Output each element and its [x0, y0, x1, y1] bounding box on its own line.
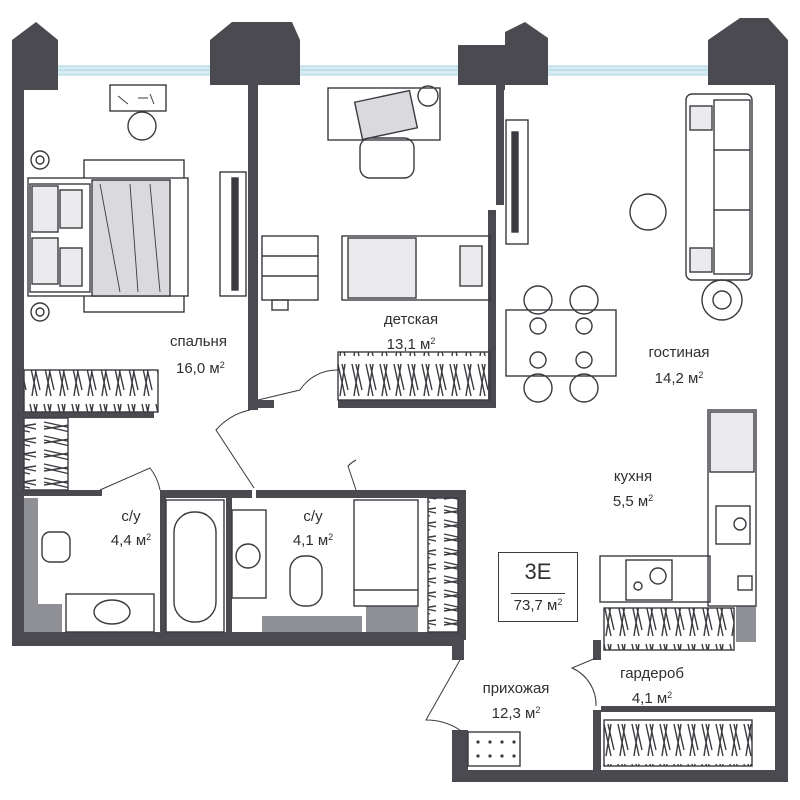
- room-name: прихожая: [482, 680, 550, 697]
- wardrobe-closet-top: [603, 607, 735, 651]
- badge-divider: [511, 593, 565, 594]
- tv-stand: [219, 171, 247, 297]
- furniture: [23, 84, 757, 767]
- bath-2-fixtures: [231, 499, 419, 607]
- wardrobe-bedroom: [23, 369, 159, 413]
- armchair: [701, 279, 743, 321]
- room-area: 13,1 м2: [386, 336, 436, 353]
- room-name: детская: [383, 311, 439, 328]
- wet-zone-floor: [24, 498, 756, 642]
- room-area: 4,1 м2: [631, 690, 673, 707]
- sofa: [685, 93, 753, 281]
- room-area: 4,4 м2: [110, 532, 152, 549]
- wardrobe-bedroom-2: [23, 417, 69, 491]
- dining-table: [505, 285, 617, 403]
- room-area: 12,3 м2: [491, 705, 541, 722]
- shoe-mat: [467, 731, 521, 767]
- wardrobe-closet-bottom: [603, 719, 753, 767]
- room-area: 4,1 м2: [292, 532, 334, 549]
- bed: [27, 150, 189, 322]
- window-strip: [54, 65, 716, 76]
- tv-stand-living: [505, 119, 529, 245]
- room-area: 16,0 м2: [176, 360, 225, 377]
- shelves-kids: [261, 235, 319, 311]
- room-area: 5,5 м2: [612, 493, 654, 510]
- desk-bedroom: [109, 84, 167, 141]
- room-name: спальня: [170, 333, 227, 350]
- room-name: гостиная: [648, 344, 710, 361]
- wardrobe-kids: [337, 351, 491, 401]
- bath-1-fixtures: [41, 499, 225, 633]
- apartment-badge: 3E 73,7 м2: [498, 552, 578, 622]
- room-area: 14,2 м2: [654, 370, 704, 387]
- bed-kids: [341, 235, 491, 301]
- room-name: кухня: [613, 468, 653, 485]
- apartment-total-area: 73,7 м2: [513, 597, 563, 614]
- door-swings: [99, 369, 597, 731]
- coffee-table: [629, 193, 667, 231]
- tv: [231, 177, 239, 291]
- room-name: гардероб: [620, 665, 684, 682]
- room-name: с/у: [121, 508, 141, 525]
- wardrobe-hall-vertical: [427, 497, 459, 633]
- desk-kids: [327, 85, 441, 179]
- apartment-code: 3E: [524, 559, 552, 584]
- room-name: с/у: [303, 508, 323, 525]
- kitchen-unit: [599, 409, 757, 607]
